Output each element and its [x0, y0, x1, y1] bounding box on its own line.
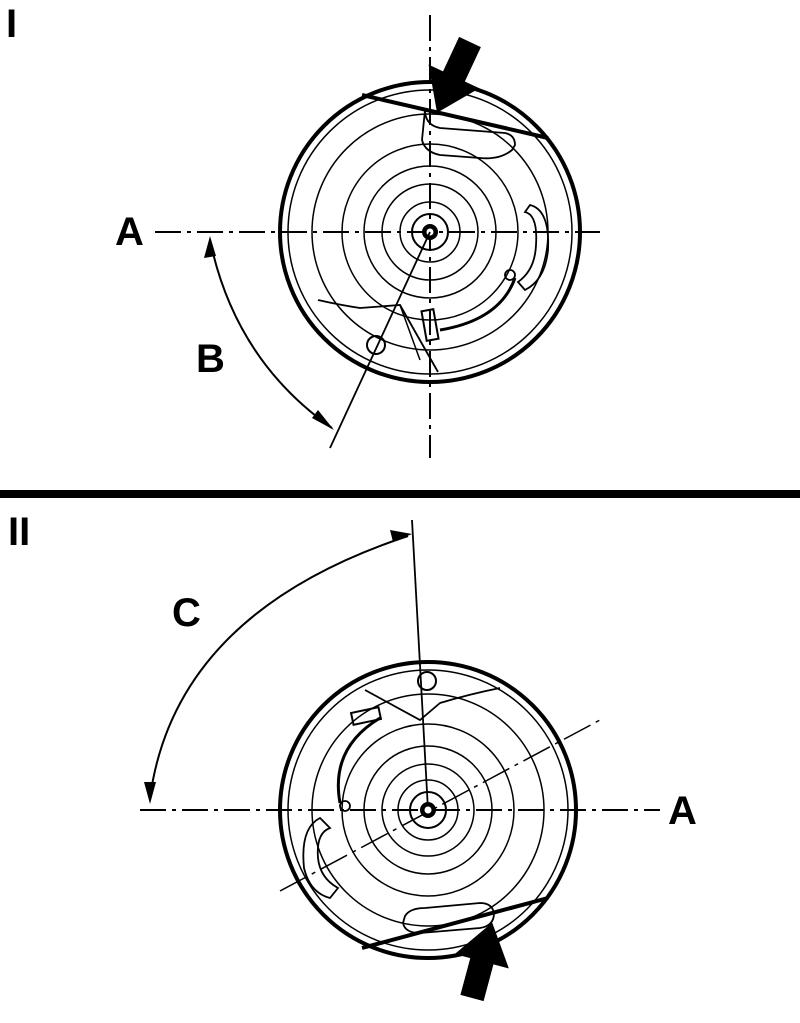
ring-small	[363, 165, 497, 299]
push-arrow-icon	[454, 922, 509, 1002]
outer-disc-rim	[278, 660, 578, 960]
spring-clip	[349, 706, 383, 726]
axis-label-a: A	[668, 789, 697, 833]
oblique-centre-line	[279, 719, 601, 892]
ring-hub	[381, 763, 475, 857]
panel-two-numeral: II	[8, 510, 31, 554]
angle-arrowhead-bottom	[312, 410, 334, 430]
bottom-slot	[402, 902, 495, 934]
ring-small	[363, 745, 493, 875]
push-arrow-icon	[428, 36, 481, 113]
disc-diagram-two: C A	[140, 519, 697, 1002]
ring-large	[311, 693, 545, 927]
center-pin	[424, 806, 432, 814]
panel-two: II	[0, 498, 800, 1018]
ring-center	[411, 213, 449, 251]
angle-arrowhead-top	[390, 530, 412, 542]
axis-label-a: A	[115, 210, 144, 254]
spring-anchor-pin	[504, 269, 516, 281]
notch-profile	[317, 299, 439, 373]
angle-label-c: C	[172, 591, 201, 635]
outer-disc-rim	[278, 80, 582, 384]
panel-one-numeral: I	[6, 2, 18, 46]
top-slot	[421, 109, 516, 160]
angle-label-b: B	[196, 337, 225, 381]
panel-divider	[0, 490, 800, 498]
ring-center	[409, 791, 447, 829]
notch-profile	[364, 687, 501, 722]
ring-medium	[341, 143, 519, 321]
spring-clip	[420, 308, 440, 342]
panel-one: I	[0, 0, 800, 490]
notch-edge	[399, 304, 421, 361]
locating-hole	[366, 335, 386, 355]
angle-arrowhead-top	[204, 236, 216, 258]
spring-anchor-pin	[339, 800, 351, 812]
angle-reference-line	[329, 231, 431, 449]
locating-hole	[417, 671, 437, 691]
spring-arm	[336, 716, 381, 804]
ring-boss	[399, 201, 461, 263]
right-arc-slot	[516, 203, 550, 292]
angle-arc-c	[149, 535, 409, 799]
spring-arm	[439, 277, 517, 332]
ring-hub	[381, 183, 479, 281]
ring-boss	[397, 779, 459, 841]
vertical-reference-line	[411, 519, 429, 811]
angle-arc-b	[209, 239, 333, 429]
inner-disc-rim	[287, 669, 569, 951]
inner-disc-rim	[287, 89, 573, 375]
left-arc-slot	[302, 816, 340, 900]
angle-arrowhead-bottom	[144, 782, 156, 804]
disc-diagram-one: A B	[115, 15, 600, 458]
